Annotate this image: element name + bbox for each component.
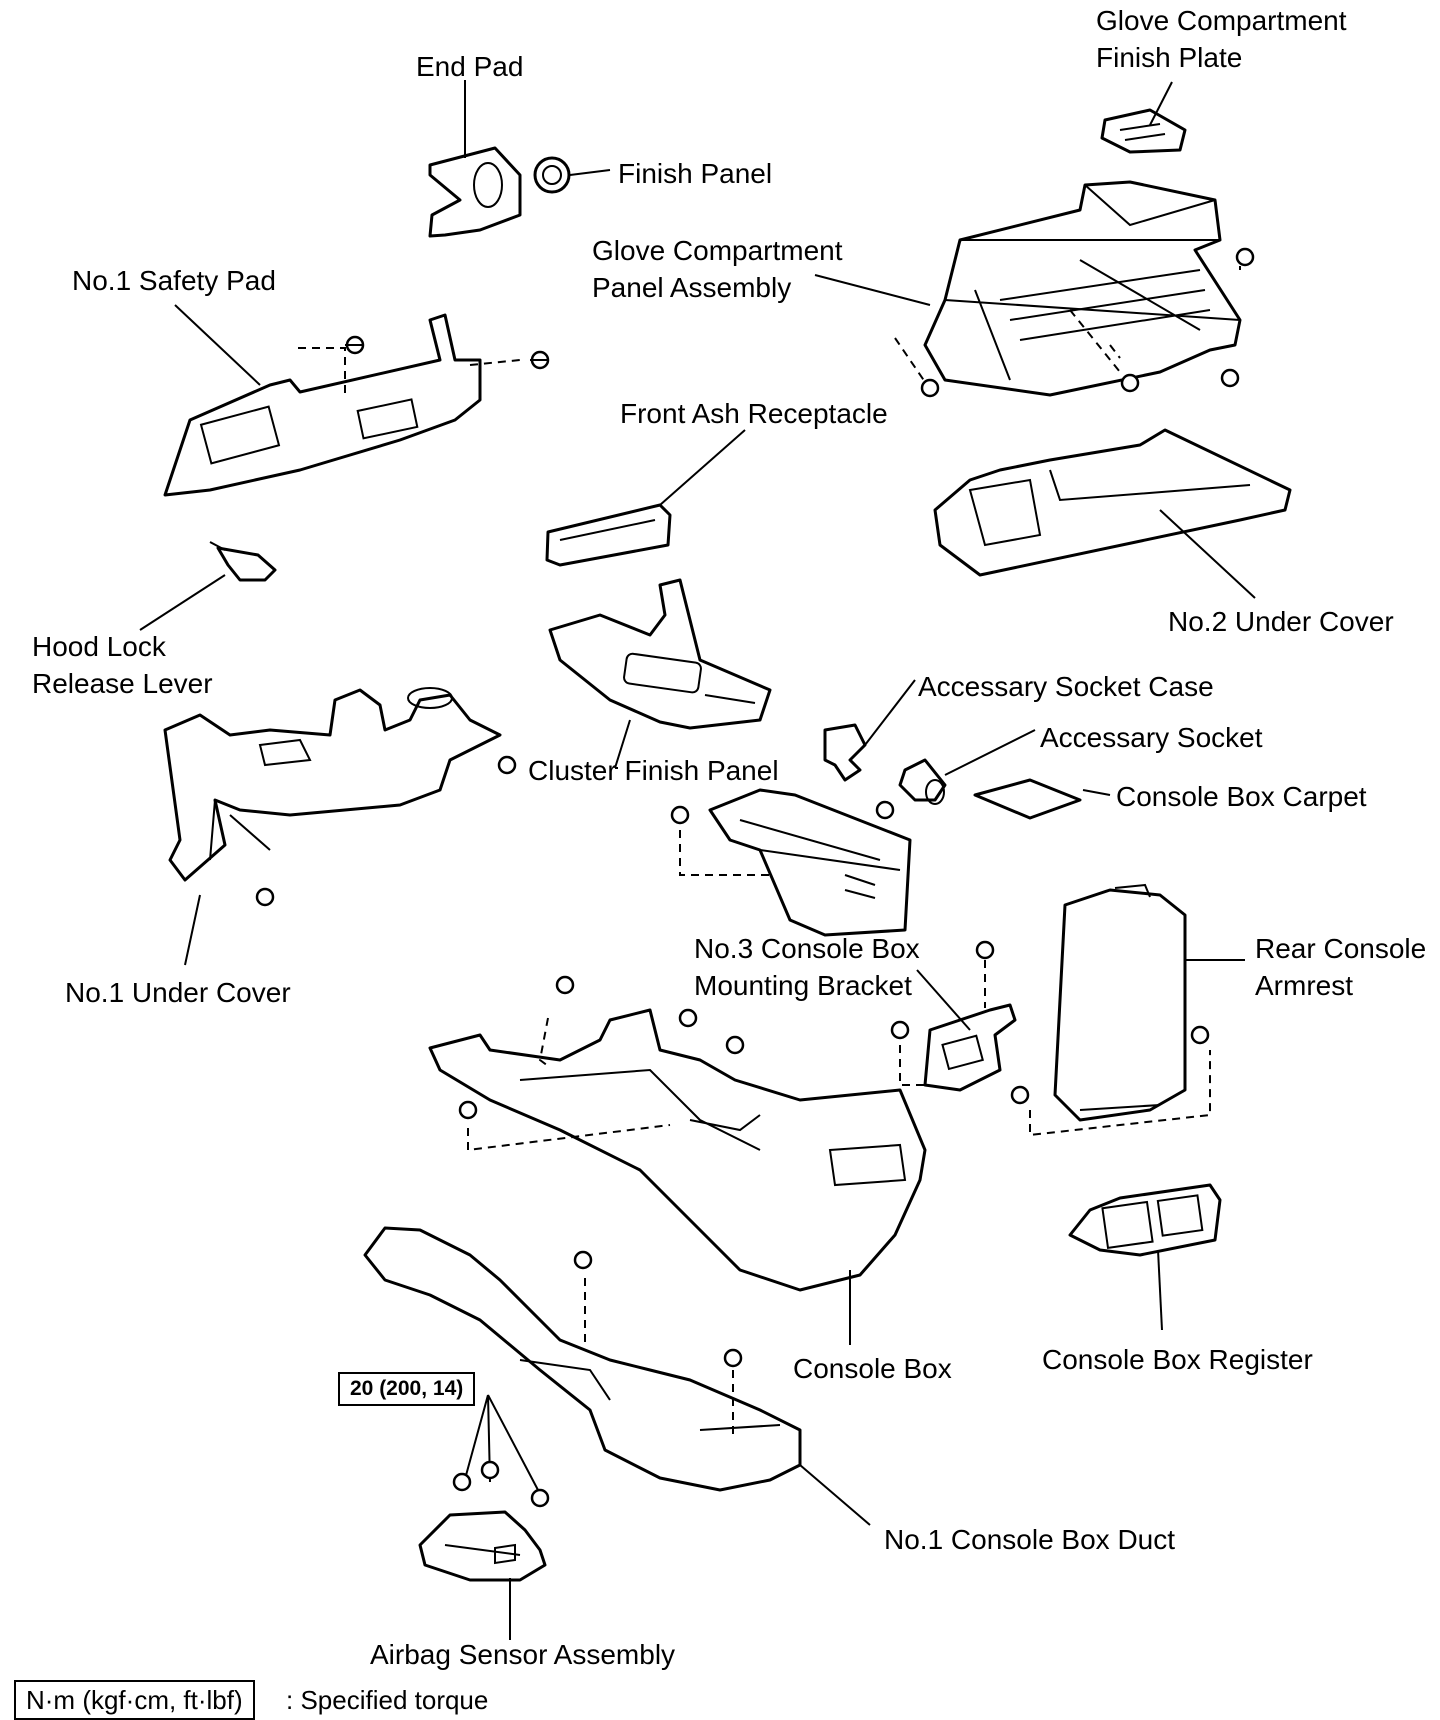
label-airbag-sensor-assembly: Airbag Sensor Assembly (370, 1639, 676, 1670)
no3-console-box-mounting-bracket (923, 1003, 1017, 1092)
legend-unit-box: N·m (kgf·cm, ft·lbf) (14, 1680, 255, 1720)
label-finish-panel: Finish Panel (618, 158, 773, 189)
bolt-icon (890, 1020, 910, 1040)
bolt-icon (875, 800, 895, 820)
front-ash-receptacle (545, 503, 672, 567)
finish-panel (533, 156, 571, 194)
bolt-icon (497, 755, 517, 775)
bolt-icon (920, 378, 940, 398)
bolt-icon (1220, 368, 1240, 388)
glove-compartment-panel-assembly (923, 180, 1242, 397)
cluster-finish-panel (548, 578, 772, 730)
bolt-icon (1190, 1025, 1210, 1045)
label-front-ash-receptacle: Front Ash Receptacle (620, 398, 888, 429)
bolt-icon (458, 1100, 478, 1120)
bolt-icon (452, 1472, 472, 1492)
accessary-socket-case (823, 723, 867, 782)
fasteners (255, 247, 1255, 1508)
bolt-icon (573, 1250, 593, 1270)
rear-console-armrest (1053, 883, 1187, 1122)
label-accessary-socket-case: Accessary Socket Case (918, 671, 1214, 702)
console-box-register (1068, 1183, 1222, 1257)
label-console-box-register: Console Box Register (1042, 1344, 1313, 1375)
no1-console-box-duct (363, 1226, 802, 1492)
console-box (428, 1008, 927, 1292)
bolt-icon (555, 975, 575, 995)
airbag-sensor-assembly (418, 1510, 547, 1582)
label-no2-under-cover: No.2 Under Cover (1168, 606, 1394, 637)
accessary-socket (898, 758, 947, 805)
fastener-guides (298, 252, 1241, 1440)
leader-lines (139, 80, 1256, 1640)
bolt-icon (1235, 247, 1255, 267)
bolt-icon (255, 887, 275, 907)
bolt-icon (1120, 373, 1140, 393)
bolt-icon (975, 940, 995, 960)
bolt-icon (670, 805, 690, 825)
end-pad (428, 146, 522, 238)
label-console-box-carpet: Console Box Carpet (1116, 781, 1367, 812)
console-box-carpet (973, 778, 1082, 820)
bolt-icon (725, 1035, 745, 1055)
bolt-icon (678, 1008, 698, 1028)
bolt-icon (723, 1348, 743, 1368)
hood-lock-release-lever (209, 541, 277, 582)
bolt-icon (530, 350, 550, 370)
bolt-icon (345, 335, 365, 355)
label-end-pad: End Pad (416, 51, 524, 82)
label-cluster-finish-panel: Cluster Finish Panel (528, 755, 779, 786)
bolt-icon (480, 1460, 500, 1480)
label-no1-under-cover: No.1 Under Cover (65, 977, 291, 1008)
glove-compartment-finish-plate (1100, 108, 1187, 154)
label-no1-console-box-duct: No.1 Console Box Duct (884, 1524, 1176, 1555)
no2-under-cover (933, 428, 1292, 577)
label-no1-safety-pad: No.1 Safety Pad (72, 265, 276, 296)
label-console-box: Console Box (793, 1353, 952, 1384)
no1-safety-pad (163, 313, 482, 497)
console-box-tray (708, 788, 912, 937)
torque-spec-box: 20 (200, 14) (338, 1372, 476, 1406)
bolt-icon (1010, 1085, 1030, 1105)
legend-description: : Specified torque (286, 1685, 489, 1715)
bolt-icon (530, 1488, 550, 1508)
no1-under-cover (163, 687, 502, 882)
label-accessary-socket: Accessary Socket (1040, 722, 1263, 753)
